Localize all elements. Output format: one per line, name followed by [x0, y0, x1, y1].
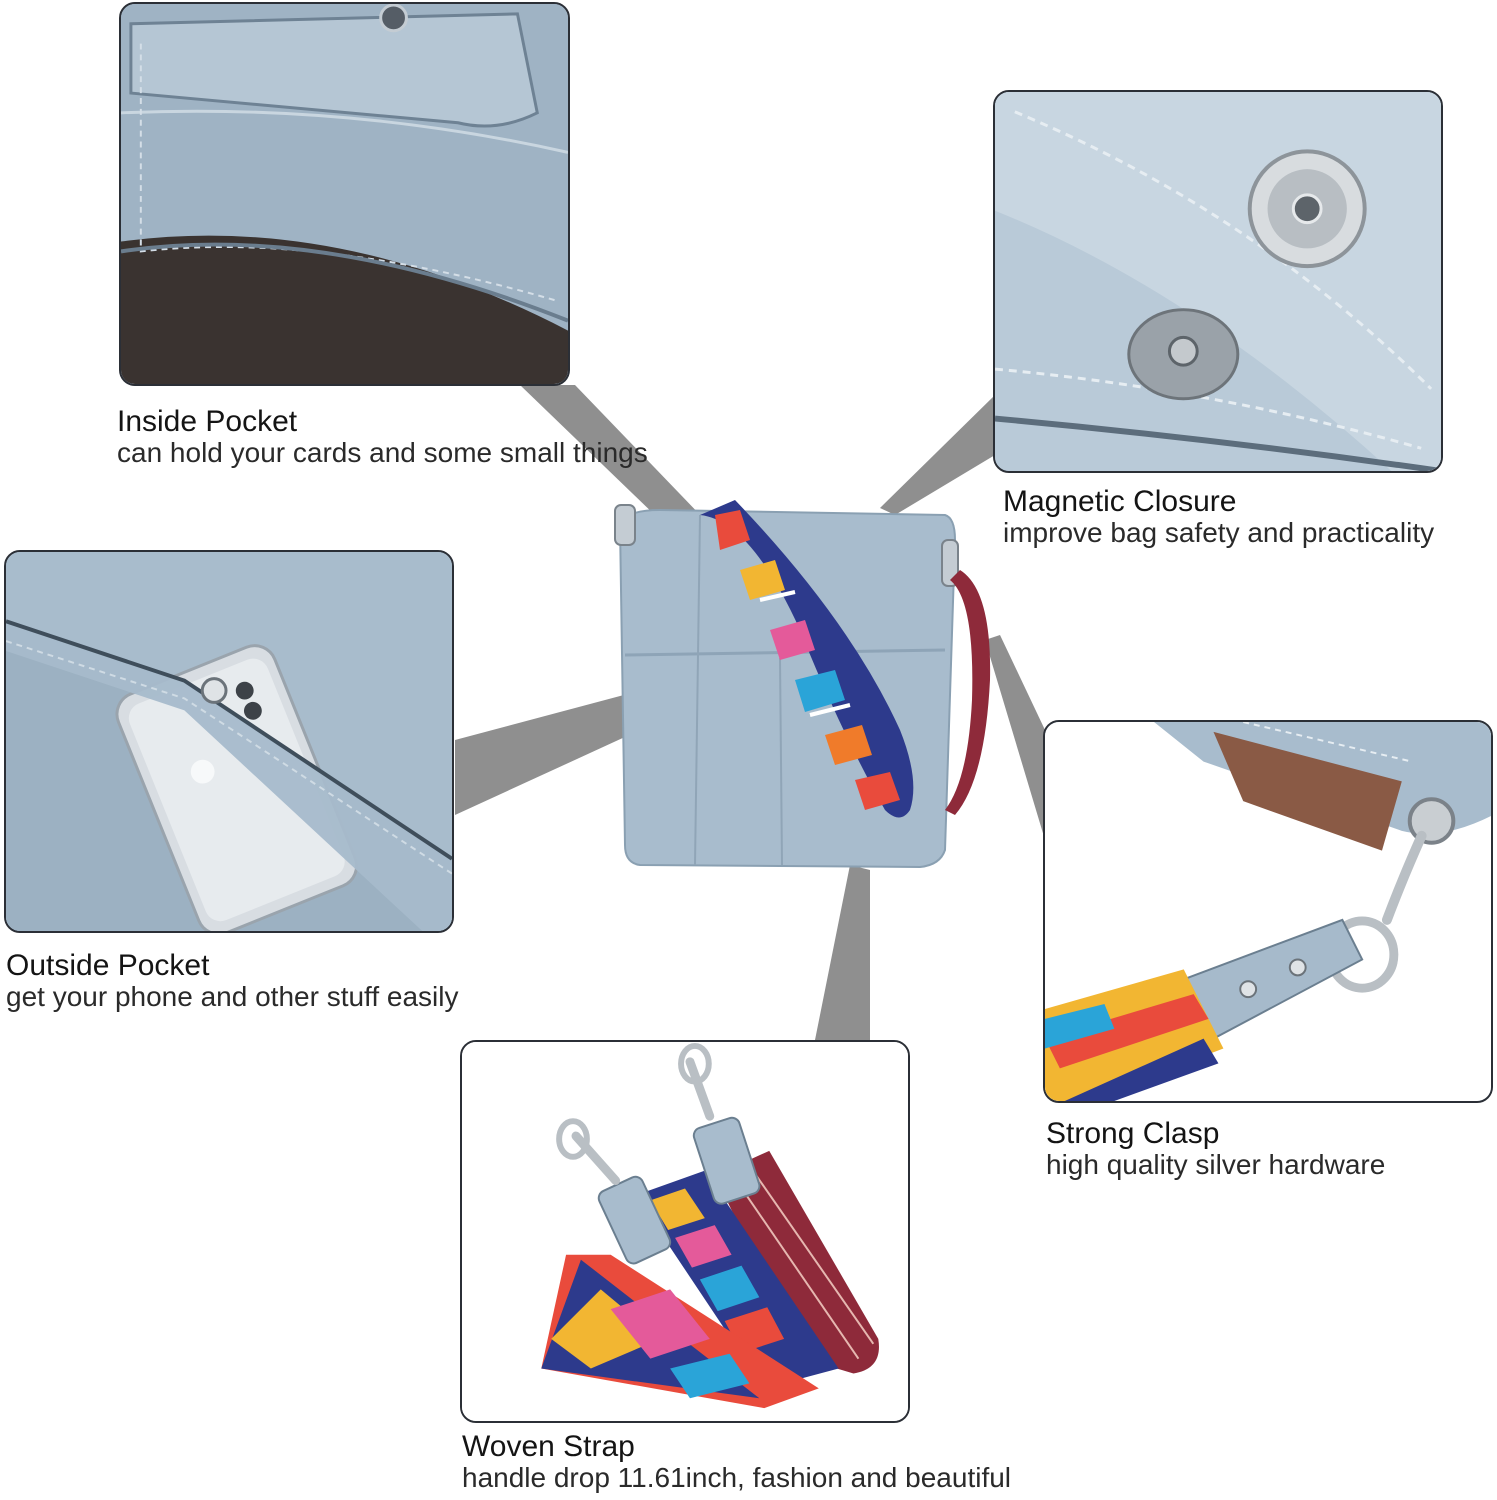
- magnetic-closure-photo: [993, 90, 1443, 473]
- outside-pocket-caption: Outside Pocket get your phone and other …: [6, 950, 458, 1011]
- connector-woven-strap: [815, 865, 870, 1040]
- inside-pocket-title: Inside Pocket: [117, 405, 298, 438]
- strong-clasp-title: Strong Clasp: [1046, 1117, 1220, 1150]
- woven-strap-title: Woven Strap: [462, 1430, 635, 1463]
- woven-strap-photo: [460, 1040, 910, 1423]
- strong-clasp-caption: Strong Clasp high quality silver hardwar…: [1046, 1118, 1385, 1179]
- woven-strap-caption: Woven Strap handle drop 11.61inch, fashi…: [462, 1431, 1011, 1492]
- connector-magnetic-closure: [880, 395, 995, 515]
- inside-pocket-caption: Inside Pocket can hold your cards and so…: [117, 406, 648, 467]
- connector-strong-clasp: [985, 635, 1045, 840]
- connector-inside-pocket: [520, 385, 705, 520]
- outside-pocket-title: Outside Pocket: [6, 949, 210, 982]
- woven-strap-desc: handle drop 11.61inch, fashion and beaut…: [462, 1461, 1012, 1493]
- outside-pocket-photo: [4, 550, 454, 933]
- magnetic-closure-caption: Magnetic Closure improve bag safety and …: [1003, 486, 1434, 547]
- magnetic-closure-title: Magnetic Closure: [1003, 485, 1237, 518]
- outside-pocket-desc: get your phone and other stuff easily: [6, 980, 459, 1012]
- strong-clasp-desc: high quality silver hardware: [1046, 1148, 1386, 1180]
- inside-pocket-desc: can hold your cards and some small thing…: [117, 436, 648, 468]
- inside-pocket-photo: [119, 2, 570, 386]
- magnetic-closure-desc: improve bag safety and practicality: [1003, 516, 1435, 548]
- strong-clasp-photo: [1043, 720, 1493, 1103]
- bucket-bag-photo: [614, 500, 991, 869]
